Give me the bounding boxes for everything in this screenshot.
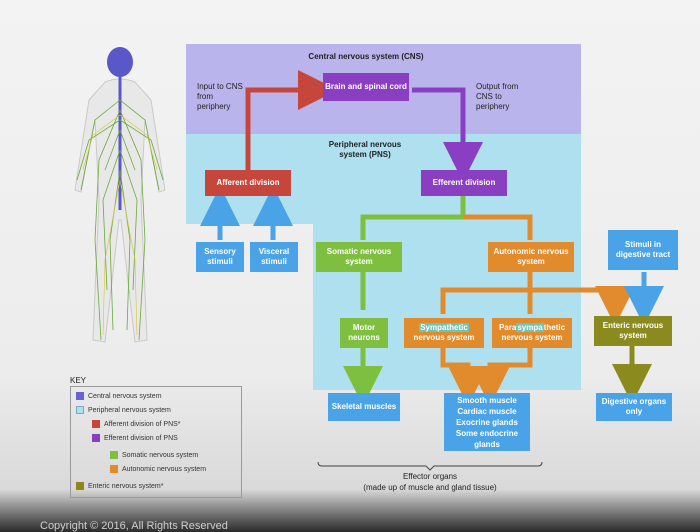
key-swatch-somatic <box>110 451 118 459</box>
key-item-autonomic-label: Autonomic nervous system <box>122 465 207 473</box>
key-swatch-enteric <box>76 482 84 490</box>
autonomic-nervous-system-box: Autonomic nervous system <box>488 242 574 272</box>
parasympathetic-label-prefix: Para <box>498 323 517 332</box>
key-swatch-cns <box>76 392 84 400</box>
key-item-afferent: Afferent division of PNS* <box>92 420 181 428</box>
cns-title: Central nervous system (CNS) <box>308 52 424 61</box>
key-item-pns-label: Peripheral nervous system <box>88 406 171 414</box>
parasympathetic-nervous-system-box: Parasympathetic nervous system <box>492 318 572 348</box>
output-from-cns-label: Output from CNS to periphery <box>476 82 519 111</box>
parasympathetic-label-suffix: thetic nervous system <box>501 323 566 342</box>
key-title: KEY <box>70 376 87 385</box>
efferent-division-box: Efferent division <box>421 170 507 196</box>
key-item-enteric-label: Enteric nervous system* <box>88 482 164 490</box>
key-item-cns: Central nervous system <box>76 392 162 400</box>
nervous-system-figure <box>74 47 166 343</box>
key-item-afferent-label: Afferent division of PNS* <box>104 420 181 428</box>
effector-organs-subcaption: (made up of muscle and gland tissue) <box>363 483 497 492</box>
enteric-nervous-system-box: Enteric nervous system <box>594 316 672 346</box>
sensory-stimuli-box: Sensory stimuli <box>196 242 244 272</box>
effector-organs-caption: Effector organs <box>402 472 458 481</box>
brain-spinal-cord-box: Brain and spinal cord <box>323 73 409 101</box>
key-swatch-efferent <box>92 434 100 442</box>
key-swatch-afferent <box>92 420 100 428</box>
somatic-nervous-system-box: Somatic nervous system <box>316 242 402 272</box>
afferent-division-box: Afferent division <box>205 170 291 196</box>
sympathetic-label-highlight: Sympathetic <box>419 323 469 332</box>
sympathetic-label-suffix: nervous system <box>413 333 475 342</box>
key-item-enteric: Enteric nervous system* <box>76 482 163 490</box>
key-swatch-autonomic <box>110 465 118 473</box>
visceral-stimuli-box: Visceral stimuli <box>250 242 298 272</box>
parasympathetic-label-highlight: sympa <box>516 323 544 332</box>
digestive-stimuli-box: Stimuli in digestive tract <box>608 230 678 270</box>
input-to-cns-label: Input to CNS from periphery <box>197 82 243 111</box>
copyright-footer: Copyright © 2016, All Rights Reserved <box>40 520 228 532</box>
key-item-efferent: Efferent division of PNS <box>92 434 178 442</box>
key-item-somatic: Somatic nervous system <box>110 451 198 459</box>
key-item-efferent-label: Efferent division of PNS <box>104 434 178 442</box>
key-item-cns-label: Central nervous system <box>88 392 162 400</box>
key-item-somatic-label: Somatic nervous system <box>122 451 199 459</box>
key-item-pns: Peripheral nervous system <box>76 406 171 414</box>
key-swatch-pns <box>76 406 84 414</box>
skeletal-muscles-box: Skeletal muscles <box>328 393 400 421</box>
smooth-muscle-glands-box: Smooth muscle Cardiac muscle Exocrine gl… <box>444 393 530 451</box>
key-item-autonomic: Autonomic nervous system <box>110 465 206 473</box>
key-frame <box>70 386 242 498</box>
pns-title: Peripheral nervous system (PNS) <box>328 140 402 159</box>
digestive-organs-box: Digestive organs only <box>596 393 672 421</box>
motor-neurons-box: Motor neurons <box>340 318 388 348</box>
